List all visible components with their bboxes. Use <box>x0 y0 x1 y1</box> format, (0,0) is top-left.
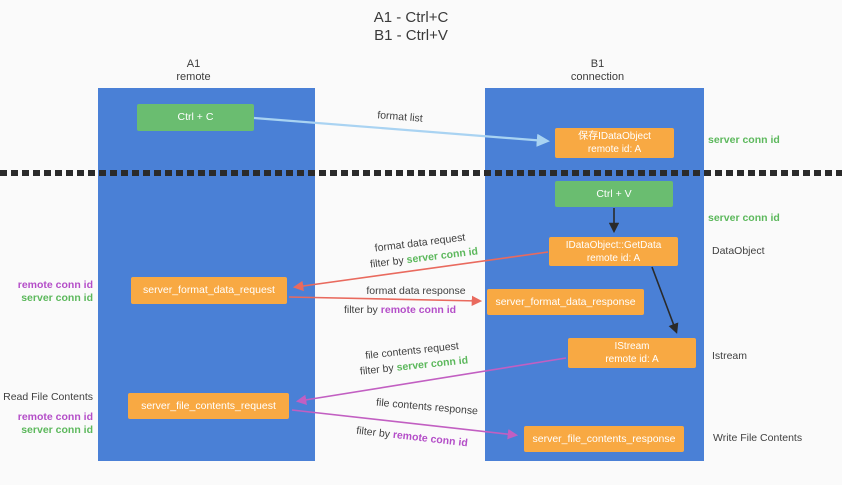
edge-label-format-data-response: format data response <box>366 285 466 297</box>
node-server-format-data-request: server_format_data_request <box>131 277 287 304</box>
node-getdata-remote-id: remote id: A <box>586 252 641 264</box>
filter-prefix: filter by <box>343 304 378 316</box>
node-getdata-title: IDataObject::GetData <box>565 239 662 251</box>
node-idataobject-getdata: IDataObject::GetData remote id: A <box>549 237 678 266</box>
filter-prefix: filter by <box>359 362 395 378</box>
label-server-conn-id-2: server conn id <box>21 424 93 436</box>
node-istream-remote-id: remote id: A <box>605 354 659 365</box>
node-istream: IStream remote id: A <box>568 338 696 368</box>
lane-b1-name: B1 <box>590 58 605 70</box>
label-istream: Istream <box>712 350 748 362</box>
node-server-file-contents-request: server_file_contents_request <box>128 393 289 419</box>
node-server-format-data-response: server_format_data_response <box>487 289 644 315</box>
node-server-file-contents-response: server_file_contents_response <box>524 426 684 452</box>
node-ctrl-c: Ctrl + C <box>137 104 254 131</box>
label-remote-conn-id-1: remote conn id <box>17 279 93 291</box>
node-file-response-label: server_file_contents_response <box>532 432 676 445</box>
node-ctrl-v-label: Ctrl + V <box>596 187 632 200</box>
title-line-a1: A1 - Ctrl+C <box>373 9 449 26</box>
label-read-file-contents: Read File Contents <box>3 391 93 403</box>
node-ctrl-c-label: Ctrl + C <box>177 111 214 123</box>
lane-a1-name: A1 <box>186 58 201 70</box>
label-server-conn-id-top: server conn id <box>708 134 780 146</box>
phase-divider-dotted-line <box>0 170 842 176</box>
node-file-request-label: server_file_contents_request <box>141 399 276 412</box>
node-save-idataobject-title: 保存IDataObject <box>578 131 651 142</box>
filter-id-remote-conn: remote conn id <box>392 428 469 450</box>
label-server-conn-id-1: server conn id <box>21 292 93 304</box>
label-server-conn-id-mid: server conn id <box>708 212 780 224</box>
title-line-b1: B1 - Ctrl+V <box>374 27 448 44</box>
filter-prefix: filter by <box>369 254 405 271</box>
node-ctrl-v: Ctrl + V <box>555 181 673 207</box>
filter-id-remote-conn: remote conn id <box>380 304 457 316</box>
lane-header-a1: A1 remote <box>85 58 302 84</box>
lane-b1-role: connection <box>570 71 625 83</box>
node-format-response-label: server_format_data_response <box>495 295 636 308</box>
node-save-idataobject: 保存IDataObject remote id: A <box>555 128 674 158</box>
arrow-format-data-response <box>288 295 483 307</box>
node-istream-title: IStream <box>614 341 650 352</box>
lane-a1-role: remote <box>176 71 211 83</box>
edge-label-file-contents-response: file contents response <box>375 396 479 418</box>
filter-prefix: filter by <box>355 424 391 441</box>
label-remote-conn-id-2: remote conn id <box>17 411 93 423</box>
lane-header-b1: B1 connection <box>488 58 707 84</box>
label-dataobject: DataObject <box>712 245 765 257</box>
diagram-title: A1 - Ctrl+C B1 - Ctrl+V <box>311 9 511 45</box>
node-format-request-label: server_format_data_request <box>143 284 275 296</box>
edge-label-format-list: format list <box>376 109 424 125</box>
node-save-idataobject-remote-id: remote id: A <box>587 144 642 155</box>
label-write-file-contents: Write File Contents <box>713 432 803 444</box>
